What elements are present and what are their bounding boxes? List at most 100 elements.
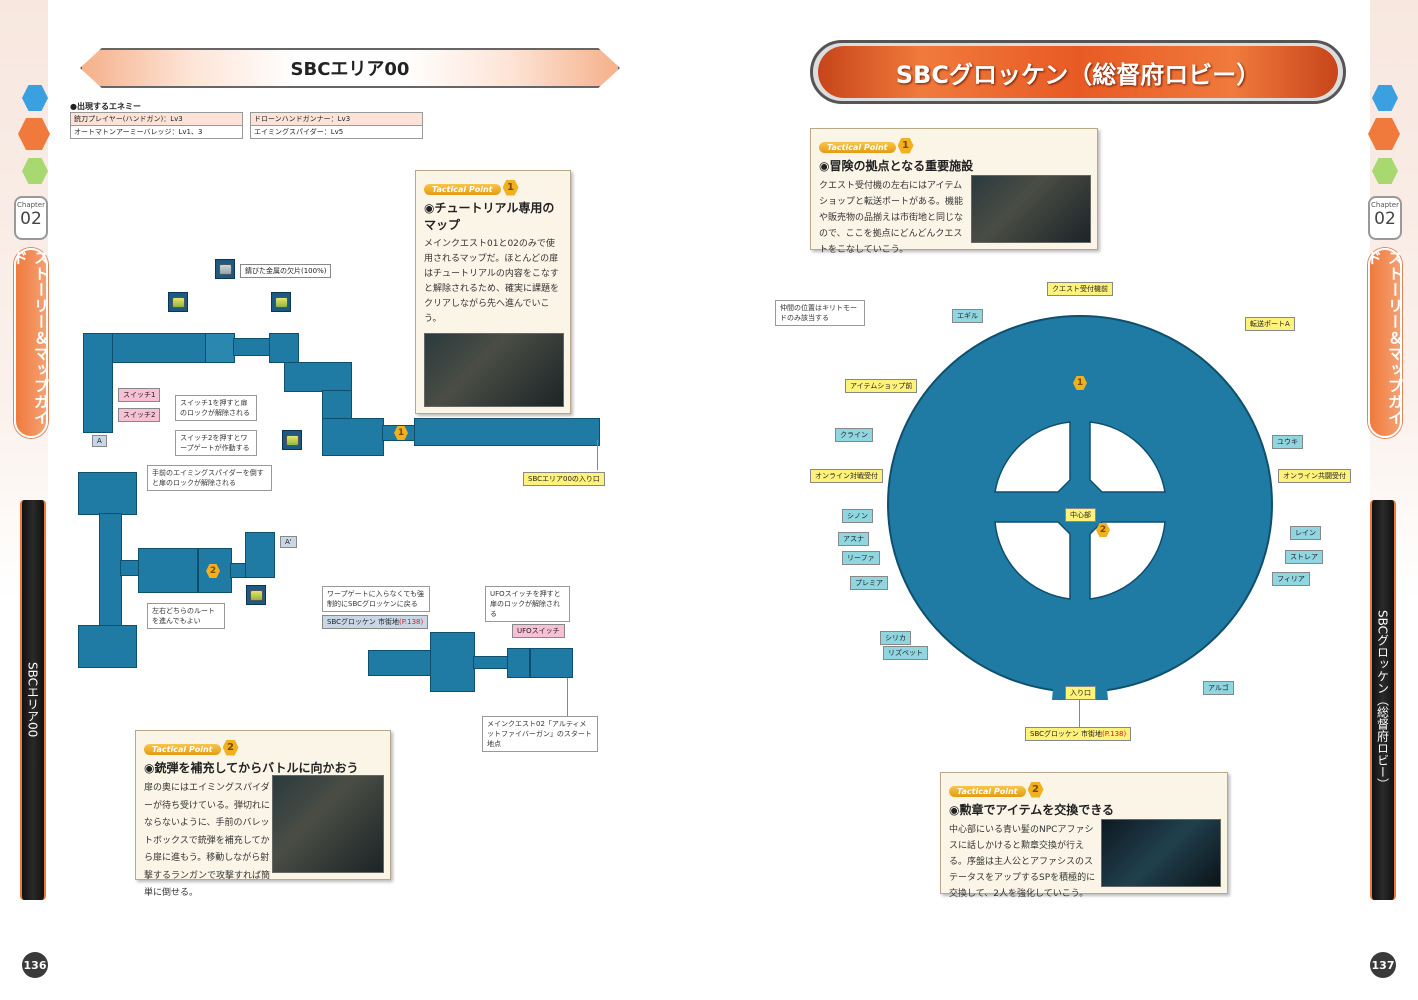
map-label: オンライン対戦受付 — [810, 469, 883, 483]
map-label: リーファ — [842, 551, 880, 565]
tactical-point-number: 1 — [897, 137, 914, 154]
tactical-marker-1: 1 — [394, 426, 408, 440]
enemy-cell: オートマトンアーミーバレッジ：Lv1、3 — [70, 125, 243, 139]
map-note: スイッチ1を押すと扉のロックが解除される — [175, 395, 257, 421]
map-label: フィリア — [1272, 572, 1310, 586]
bullet-box-icon — [168, 292, 188, 312]
tactical-point-heading: ◉銃弾を補充してからバトルに向かおう — [144, 761, 359, 775]
map-label: 中心部 — [1065, 508, 1096, 522]
enemy-cell: エイミングスパイダー：Lv5 — [250, 125, 423, 139]
map-label: リズベット — [883, 646, 928, 660]
tactical-point-number: 2 — [1027, 781, 1044, 798]
page-number: 136 — [22, 952, 48, 978]
hex-decoration-icon — [1372, 158, 1398, 184]
map-note: ワープゲートに入らなくても強制的にSBCグロッケンに戻る — [322, 586, 430, 612]
bullet-box-icon — [282, 430, 302, 450]
map-label: ユウキ — [1272, 435, 1303, 449]
map-label: 転送ポートA — [1245, 317, 1295, 331]
screenshot-image — [971, 175, 1091, 243]
hex-decoration-icon — [22, 85, 48, 111]
map-label: アイテムショップ前 — [845, 379, 918, 393]
map-label: 入り口 — [1065, 686, 1096, 700]
section-side-bar: SBCエリア00 — [20, 500, 46, 900]
map-note: スイッチ2を押すとワープゲートが作動する — [175, 430, 257, 456]
item-crate-icon — [215, 259, 235, 279]
map-label: シリカ — [880, 631, 911, 645]
lobby-floor — [887, 315, 1273, 693]
map-label: クエスト受付機前 — [1047, 282, 1113, 296]
map-label: オンライン共闘受付 — [1278, 469, 1351, 483]
tactical-point-badge: Tactical Point — [144, 744, 221, 755]
enemy-cell: 銃刀プレイヤー(ハンドガン)：Lv3 — [70, 112, 243, 126]
tactical-point-heading: ◉冒険の拠点となる重要施設 — [819, 159, 974, 173]
leader-line — [597, 440, 598, 470]
leader-line — [567, 678, 568, 716]
section-side-bar: SBCグロッケン（総督府ロビー） — [1370, 500, 1396, 900]
page-title: SBCエリア00 — [80, 48, 620, 88]
page-ref: (P.138) — [1102, 730, 1127, 738]
switch-label: スイッチ1 — [118, 388, 161, 402]
hex-decoration-icon — [1368, 118, 1400, 150]
map-label: シノン — [842, 509, 873, 523]
tactical-marker-2: 2 — [206, 564, 220, 578]
enemy-cell: ドローンハンドガンナー：Lv3 — [250, 112, 423, 126]
page-ref: (P.138) — [399, 618, 424, 626]
map-note: UFOスイッチを押すと扉のロックが解除される — [485, 586, 570, 622]
enemy-table: 銃刀プレイヤー(ハンドガン)：Lv3 ドローンハンドガンナー：Lv3 オートマトン… — [70, 112, 423, 139]
item-label: 錆びた金属の欠片(100%) — [240, 264, 332, 278]
map-note: 手前のエイミングスパイダーを倒すと扉のロックが解除される — [147, 465, 272, 491]
tactical-point-badge: Tactical Point — [949, 786, 1026, 797]
map-label: アスナ — [838, 532, 869, 546]
companion-note: 仲間の位置はキリトモードのみ該当する — [775, 300, 865, 326]
enemy-heading: ●出現するエネミー — [70, 102, 141, 111]
map-label: レイン — [1290, 526, 1321, 540]
section-tab[interactable]: ストーリー＆マップガイド — [11, 248, 50, 438]
map-label: プレミア — [850, 576, 888, 590]
switch-label: スイッチ2 — [118, 408, 161, 422]
page-title: SBCグロッケン（総督府ロビー） — [818, 46, 1338, 98]
hex-decoration-icon — [22, 158, 48, 184]
inner-voids — [994, 421, 1166, 600]
link-text: SBCグロッケン 市街地 — [1030, 730, 1103, 738]
map-note: 左右どちらのルートを進んでもよい — [147, 603, 225, 629]
tactical-point-badge: Tactical Point — [819, 142, 896, 153]
screenshot-image — [272, 775, 384, 873]
screenshot-image — [1101, 819, 1221, 887]
section-tab[interactable]: ストーリー＆マップガイド — [1365, 248, 1404, 438]
map-label: ストレア — [1285, 550, 1323, 564]
bullet-box-icon — [246, 585, 266, 605]
map-label: アルゴ — [1203, 681, 1234, 695]
map-note: メインクエスト02「アルティメットファイバーガン」のスタート地点 — [482, 716, 598, 752]
hex-decoration-icon — [1372, 85, 1398, 111]
tactical-point-body: クエスト受付機の左右にはアイテムショップと転送ポートがある。機能や販売物の品揃え… — [819, 181, 964, 255]
leader-line — [1079, 700, 1080, 727]
tactical-point-badge: Tactical Point — [424, 184, 501, 195]
exit-label[interactable]: SBCグロッケン 市街地(P.138) — [1025, 727, 1132, 741]
link-text: SBCグロッケン 市街地 — [327, 618, 400, 626]
hex-decoration-icon — [18, 118, 50, 150]
tactical-point-number: 1 — [502, 179, 519, 196]
point-a-label: A — [92, 435, 107, 447]
map-label: クライン — [835, 428, 873, 442]
entrance-label: SBCエリア00の入り口 — [523, 472, 605, 486]
glocken-link-label[interactable]: SBCグロッケン 市街地(P.138) — [322, 615, 429, 629]
tactical-point-body: 扉の奥にはエイミングスパイダーが待ち受けている。弾切れにならないように、手前のバ… — [144, 783, 271, 898]
tactical-marker-1: 1 — [1073, 376, 1087, 390]
tactical-point-body: メインクエスト01と02のみで使用されるマップだ。ほとんどの扉はチュートリアルの… — [424, 239, 560, 324]
ufo-switch-label: UFOスイッチ — [512, 624, 565, 638]
screenshot-image — [424, 333, 564, 407]
point-a-prime-label: A' — [280, 536, 297, 548]
tactical-point-body: 中心部にいる青い髪のNPCアファシスに話しかけると勲章交換が行える。序盤は主人公… — [949, 825, 1096, 899]
tactical-point-heading: ◉チュートリアル専用のマップ — [424, 201, 555, 232]
bullet-box-icon — [271, 292, 291, 312]
tactical-marker-2: 2 — [1096, 523, 1110, 537]
tactical-point-number: 2 — [222, 739, 239, 756]
